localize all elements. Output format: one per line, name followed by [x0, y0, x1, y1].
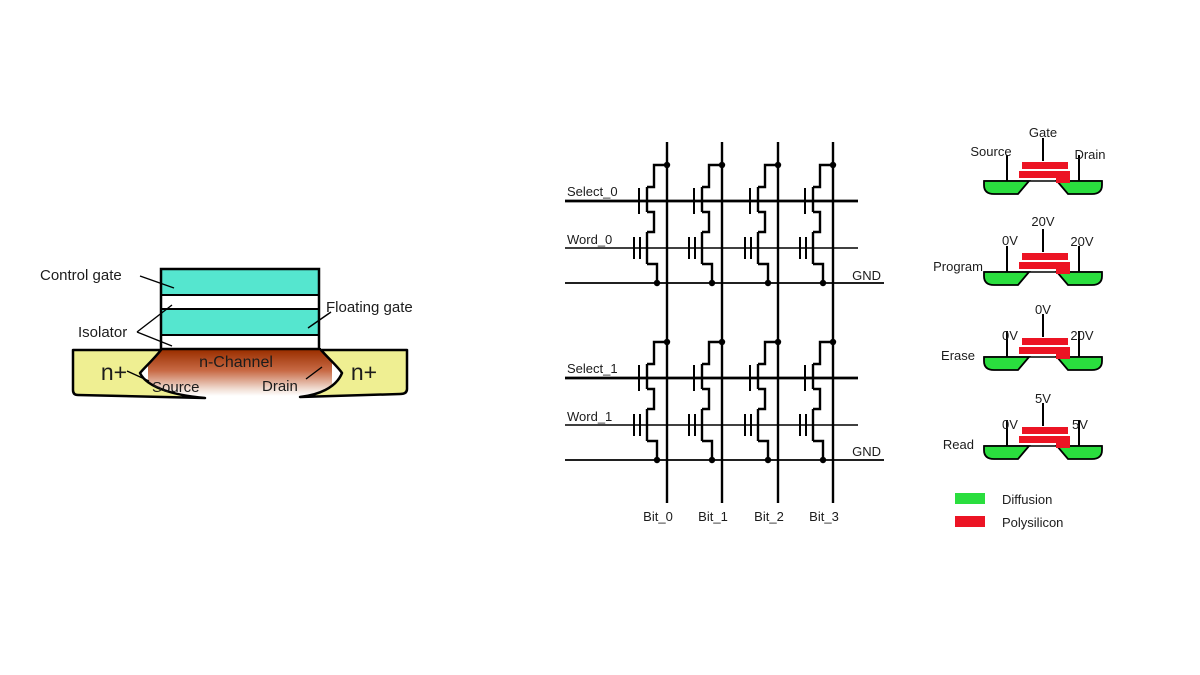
- floating-gate-pointer: [307, 311, 332, 329]
- program-label: Program: [933, 259, 983, 274]
- operations-panel: Gate Source Drain 20V 0V 20V Program 0V …: [933, 125, 1105, 530]
- program-row: 20V 0V 20V Program: [933, 214, 1103, 286]
- n-plus-left-label: n+: [101, 359, 127, 385]
- gnd1-label: GND: [852, 444, 881, 459]
- n-plus-source-region: [71, 348, 207, 400]
- program-gate-voltage: 20V: [1031, 214, 1054, 229]
- diffusion-legend-label: Diffusion: [1002, 492, 1052, 507]
- bit1-label: Bit_1: [698, 509, 728, 524]
- select0-label: Select_0: [567, 184, 618, 199]
- read-gate-voltage: 5V: [1035, 391, 1051, 406]
- program-drain-voltage: 20V: [1070, 234, 1093, 249]
- source-terminal-label: Source: [970, 144, 1011, 159]
- floating-gate-label: Floating gate: [326, 299, 413, 316]
- floating-gate-layer: [160, 308, 320, 336]
- bit0-label: Bit_0: [643, 509, 673, 524]
- diffusion-swatch: [955, 493, 985, 504]
- n-channel-label: n-Channel: [199, 354, 273, 371]
- drain-terminal-label: Drain: [1074, 147, 1105, 162]
- read-drain-voltage: 5V: [1072, 417, 1088, 432]
- gate-terminal-label: Gate: [1029, 125, 1057, 140]
- drain-pointer: [305, 366, 323, 380]
- read-label: Read: [943, 437, 974, 452]
- word0-label: Word_0: [567, 232, 612, 247]
- legend: Diffusion Polysilicon: [955, 492, 1063, 530]
- program-source-voltage: 0V: [1002, 233, 1018, 248]
- erase-label: Erase: [941, 348, 975, 363]
- bit2-label: Bit_2: [754, 509, 784, 524]
- polysilicon-legend-label: Polysilicon: [1002, 515, 1063, 530]
- erase-drain-voltage: 20V: [1070, 328, 1093, 343]
- array-schematic-panel: Select_0 Word_0 GND Select_1 Word_1 GND …: [565, 142, 884, 524]
- source-pointer: [126, 370, 150, 382]
- terminal-diagram: Gate Source Drain: [970, 125, 1106, 195]
- isolator-label: Isolator: [78, 324, 127, 341]
- drain-label: Drain: [262, 378, 298, 395]
- select1-label: Select_1: [567, 361, 618, 376]
- control-gate-pointer: [139, 275, 175, 289]
- gate-stack-outline: [159, 267, 321, 351]
- control-gate-label: Control gate: [40, 267, 122, 284]
- read-row: 5V 0V 5V Read: [943, 391, 1103, 460]
- erase-row: 0V 0V 20V Erase: [941, 302, 1103, 371]
- cross-section-panel: Control gate Floating gate Isolator Sour…: [40, 267, 413, 400]
- bit3-label: Bit_3: [809, 509, 839, 524]
- n-channel-region: [148, 350, 332, 396]
- n-plus-right-label: n+: [351, 359, 377, 385]
- erase-source-voltage: 0V: [1002, 328, 1018, 343]
- read-source-voltage: 0V: [1002, 417, 1018, 432]
- pointer-lines: [126, 275, 332, 382]
- isolator-pointers: [136, 304, 173, 347]
- polysilicon-swatch: [955, 516, 985, 527]
- n-plus-drain-region: [298, 348, 409, 399]
- control-gate-layer: [160, 268, 320, 296]
- source-label: Source: [152, 379, 200, 396]
- word1-label: Word_1: [567, 409, 612, 424]
- gnd0-label: GND: [852, 268, 881, 283]
- erase-gate-voltage: 0V: [1035, 302, 1051, 317]
